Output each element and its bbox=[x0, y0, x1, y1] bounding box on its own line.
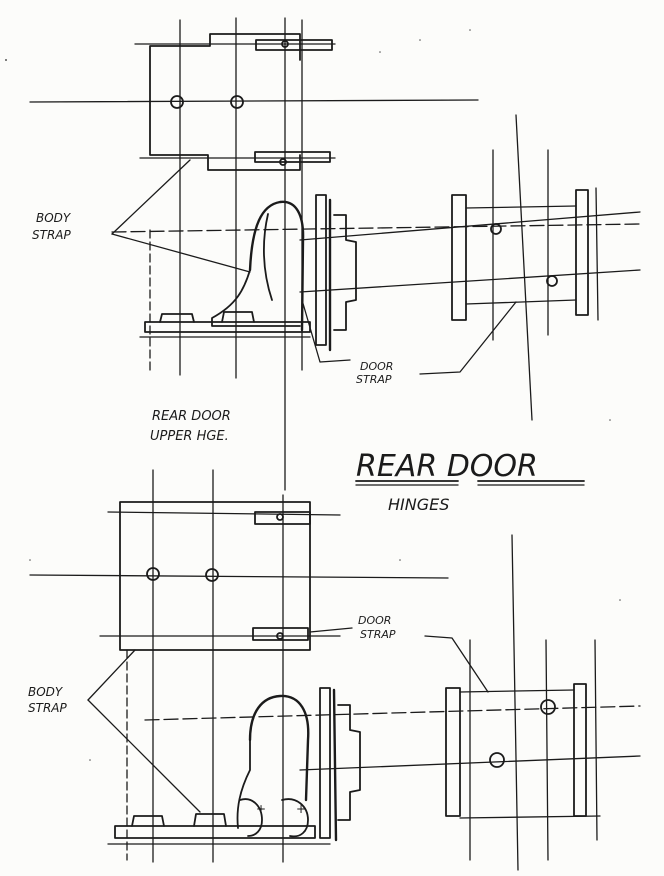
lower-right-vline-4 bbox=[594, 639, 598, 841]
lower-screw-mark-2: + bbox=[296, 802, 306, 816]
upper-body-strap-label-1: BODY bbox=[36, 211, 72, 225]
upper-knuckle-inner bbox=[263, 213, 273, 301]
lower-right-vline-2 bbox=[511, 534, 519, 871]
upper-door-strap-label-2: STRAP bbox=[356, 373, 392, 386]
upper-hinge-assembly bbox=[29, 17, 641, 491]
lower-door-edge bbox=[332, 688, 338, 842]
lower-knuckle-curl-1 bbox=[239, 798, 263, 837]
upper-door-strap-leader-2 bbox=[419, 301, 517, 375]
upper-screw-head-2 bbox=[221, 311, 255, 323]
lower-body-plate bbox=[119, 501, 311, 651]
upper-right-bottom bbox=[465, 299, 577, 305]
upper-body-strap-leader-1 bbox=[111, 159, 191, 235]
lower-top-rail bbox=[107, 511, 341, 516]
lower-right-vline-3 bbox=[545, 639, 549, 861]
lower-screw-head-1 bbox=[131, 815, 165, 827]
drawing-subtitle: HINGES bbox=[388, 495, 449, 514]
upper-right-hole-2 bbox=[546, 275, 558, 287]
lower-base-plate bbox=[114, 825, 316, 839]
upper-right-bracket-left bbox=[451, 194, 467, 321]
drawing-title: REAR DOOR bbox=[356, 449, 538, 484]
lower-centerline bbox=[29, 574, 449, 579]
upper-right-bracket-right bbox=[575, 189, 589, 316]
upper-upper-line bbox=[299, 211, 641, 241]
upper-door-stile bbox=[315, 194, 327, 346]
upper-centerline bbox=[29, 99, 479, 103]
upper-knuckle bbox=[248, 200, 305, 332]
upper-bolt-hole-2 bbox=[230, 95, 244, 109]
lower-bottom-door-strap bbox=[252, 627, 309, 641]
upper-body-strap-leader-2 bbox=[111, 233, 251, 273]
lower-door-stile bbox=[319, 687, 331, 839]
lower-right-bracket-right bbox=[573, 683, 587, 817]
upper-door-strap-label-1: DOOR bbox=[360, 360, 393, 373]
upper-right-hole-1 bbox=[490, 223, 502, 235]
lower-right-bottom bbox=[459, 815, 601, 819]
lower-screw-head-2 bbox=[193, 813, 227, 827]
lower-body-strap-label-1: BODY bbox=[28, 685, 64, 699]
lower-body-strap-leader-1 bbox=[87, 649, 136, 701]
lower-door-strap-leader-2 bbox=[424, 635, 489, 693]
lower-right-hole-2 bbox=[489, 752, 505, 768]
lower-top-pin bbox=[276, 513, 284, 521]
upper-lower-line bbox=[299, 269, 641, 293]
upper-door-strap-leader-1 bbox=[301, 299, 351, 363]
upper-right-vline-2 bbox=[515, 114, 533, 421]
lower-pin-centerline bbox=[144, 705, 641, 721]
upper-right-vline-4 bbox=[595, 187, 599, 321]
lower-door-strap-label-2: STRAP bbox=[360, 628, 396, 641]
upper-bolt-hole-1 bbox=[170, 95, 184, 109]
lower-bolt-hole-2 bbox=[205, 568, 219, 582]
lower-door-strap-label-1: DOOR bbox=[358, 614, 391, 627]
lower-body-strap-label-2: STRAP bbox=[28, 701, 67, 715]
upper-top-door-strap bbox=[255, 39, 333, 51]
lower-screw-mark-1: + bbox=[256, 802, 266, 816]
upper-hinge-label-1: REAR DOOR bbox=[152, 409, 231, 424]
scan-speckles bbox=[5, 29, 621, 761]
lower-door-leaf bbox=[337, 704, 361, 821]
lower-right-bracket-left bbox=[445, 687, 461, 817]
lower-hinge-assembly: + + bbox=[29, 469, 641, 871]
upper-bottom-pin bbox=[279, 158, 287, 166]
upper-body-strap-label-2: STRAP bbox=[32, 228, 71, 242]
upper-pin-centerline bbox=[111, 223, 641, 233]
upper-door-leaf bbox=[333, 214, 357, 331]
lower-right-hole-1 bbox=[540, 699, 556, 715]
lower-door-strap-leader-1 bbox=[309, 627, 353, 633]
lower-knuckle-side bbox=[236, 739, 251, 829]
lower-right-top bbox=[459, 689, 575, 693]
lower-knuckle bbox=[248, 694, 310, 802]
upper-knuckle-base bbox=[211, 269, 301, 327]
upper-screw-head-1 bbox=[159, 313, 195, 323]
upper-bottom-door-strap bbox=[254, 151, 331, 163]
lower-body-strap-leader-2 bbox=[87, 699, 201, 813]
lower-knuckle-curl-2 bbox=[281, 798, 309, 838]
upper-hinge-label-2: UPPER HGE. bbox=[150, 429, 229, 444]
